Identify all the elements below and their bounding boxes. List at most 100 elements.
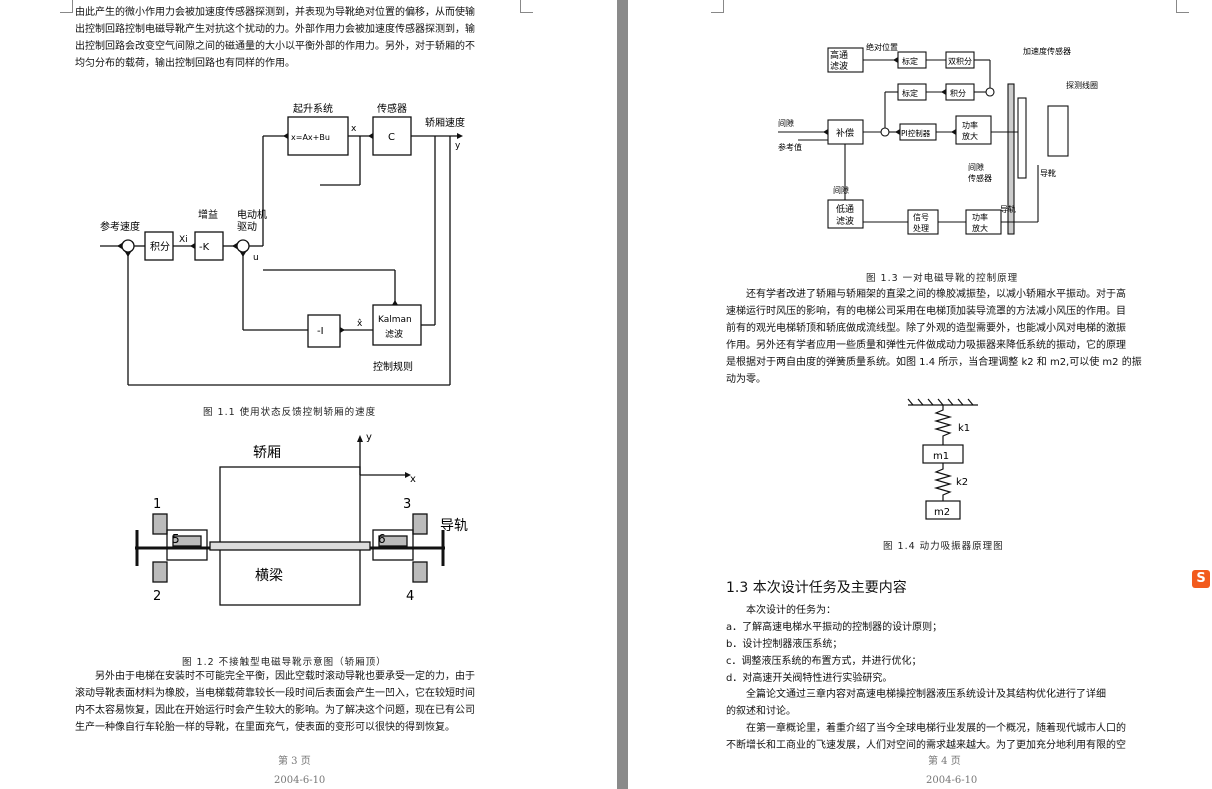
lp2-label: 滤波 (836, 215, 854, 227)
text-line: 均匀分布的载荷，输出控制回路也有同样的作用。 (75, 58, 295, 69)
figure-1-1-caption: 图 1.1 使用状态反馈控制轿厢的速度 (203, 407, 377, 418)
footer-date: 2004-6-10 (274, 775, 326, 786)
list-item: b．设计控制器液压系统； (726, 639, 843, 650)
gain-label: 增益 (198, 208, 218, 221)
car-label: 轿厢 (253, 445, 281, 461)
gap-sensor-label: 间隙 (968, 162, 984, 172)
text-line: 速梯运行时风压的影响，有的电梯公司采用在电梯顶加装导流罩的方法减小风压的作用。目 (726, 306, 1126, 317)
text-line: 动为零。 (726, 374, 766, 385)
axis-y-label: y (366, 432, 372, 443)
part-6-label: 6 (378, 532, 386, 546)
summary-paragraph: 全篇论文通过三章内容对高速电梯操控制器液压系统设计及其结构优化进行了详细 的叙述… (726, 686, 1176, 754)
double-int-label: 双积分 (948, 56, 972, 66)
section-heading: 1.3 本次设计任务及主要内容 (726, 580, 907, 596)
ref-speed-label: 参考速度 (100, 220, 140, 233)
part-1-label: 1 (153, 497, 161, 512)
plant-tf-label: x=Ax+Bu (291, 133, 330, 142)
text-line: 另外由于电梯在安装时不可能完全平衡，因此空载时滚动导靴也要承受一定的力，由于 (95, 671, 475, 682)
amp2b-label: 放大 (972, 223, 988, 233)
amp2-label: 功率 (972, 212, 988, 222)
bottom-paragraph: 另外由于电梯在安装时不可能完全平衡，因此空载时滚动导靴也要承受一定的力，由于 滚… (75, 668, 525, 736)
rail-label: 导轨 (1000, 204, 1016, 214)
sig2-label: 处理 (913, 223, 929, 233)
middle-paragraph: 还有学者改进了轿厢与轿厢架的直梁之间的橡胶减振垫，以减小轿厢水平振动。对于高 速… (726, 286, 1171, 388)
beam-label: 横梁 (255, 568, 283, 584)
filter-label: 滤波 (385, 328, 403, 340)
page-gutter (617, 0, 628, 789)
footer-date: 2004-6-10 (926, 775, 978, 786)
figure-state-feedback-diagram: 参考速度 积分 增益 -K 电动机 驱动 起升系统 x=Ax+Bu 传感器 C … (100, 102, 465, 386)
task-intro: 本次设计的任务为： (746, 605, 836, 616)
part-3-label: 3 (403, 497, 411, 512)
kalman-label: Kalman (378, 315, 412, 325)
text-line: 的叙述和讨论。 (726, 706, 796, 717)
page-number: 第 4 页 (928, 756, 961, 767)
left-page: 由此产生的微小作用力会被加速度传感器探测到，并表现为导靴绝对位置的偏移，从而使输… (60, 0, 533, 786)
abs-pos-label: 绝对位置 (866, 42, 898, 52)
k2-label: k2 (956, 477, 968, 488)
figure-vibration-absorber-diagram: k1 m1 k2 m2 (907, 398, 978, 520)
task-list: a．了解高速电梯水平振动的控制器的设计原则； b．设计控制器液压系统； c．调整… (726, 619, 1166, 687)
rail-label: 导轨 (440, 518, 468, 534)
amp1-label: 功率 (962, 120, 978, 130)
text-line: 全篇论文通过三章内容对高速电梯操控制器液压系统设计及其结构优化进行了详细 (746, 689, 1106, 700)
lp-label: 低通 (836, 203, 854, 215)
u-signal-label: u (253, 253, 259, 263)
part-5-label: 5 (172, 532, 180, 546)
list-item: c．调整液压系统的布置方式，并进行优化； (726, 656, 922, 667)
gap-sensor2-label: 传感器 (968, 173, 992, 183)
axis-x-label: x (410, 474, 416, 485)
guide-label: 导靴 (1040, 168, 1056, 178)
prox-coil-label: 探测线圈 (1066, 80, 1098, 90)
right-page: 高通 滤波 绝对位置 标定 双积分 加速度传感器 标定 积分 探测线圈 参考值 … (628, 0, 1212, 789)
text-line: 前有的观光电梯轿顶和轿底做成流线型。除了外观的造型需要外，也能减小风对电梯的激振 (726, 323, 1126, 334)
hp-filter-label-2: 滤波 (830, 60, 848, 72)
text-line: 在第一章概论里，着重介绍了当今全球电梯行业发展的一个概况，随着现代城市人口的 (746, 723, 1126, 734)
part-4-label: 4 (406, 589, 414, 604)
plant-label: 起升系统 (293, 102, 333, 115)
page-number: 第 3 页 (278, 756, 311, 767)
y-signal-label: y (455, 141, 461, 151)
xhat-signal-label: x̂ (357, 318, 363, 329)
x-signal-label: x (351, 124, 357, 134)
xi-signal-label: Xi (179, 235, 188, 245)
text-line: 由此产生的微小作用力会被加速度传感器探测到，并表现为导靴绝对位置的偏移，从而使输 (75, 7, 475, 18)
text-line: 内不太容易恢复，因此在开始运行时会产生较大的影响。为了解决这个问题，现在已有公司 (75, 705, 475, 716)
sensor-label: 传感器 (377, 102, 407, 115)
gain-block-label: -K (199, 242, 210, 253)
calib2-label: 标定 (902, 88, 918, 98)
text-line: 滚动导靴表面材料为橡胶，当电梯载荷靠较长一段时间后表面会产生一凹入，它在较短时间 (75, 688, 475, 699)
ref-label: 参考值 (778, 142, 802, 152)
text-line: 生产一种像自行车轮胎一样的导靴，在里面充气，使表面的变形可以很快的得到恢复。 (75, 722, 455, 733)
figure-guide-shoe-diagram: 轿厢 横梁 导轨 x y 1 2 3 4 5 6 (135, 432, 468, 606)
pi-label: PI控制器 (901, 128, 931, 138)
page-corner-mark (1176, 0, 1189, 13)
accel-sensor-label: 加速度传感器 (1023, 46, 1071, 56)
calib1-label: 标定 (902, 56, 918, 66)
k1-label: k1 (958, 423, 970, 434)
part-2-label: 2 (153, 589, 161, 604)
text-line: 不断增长和工商业的飞速发展，人们对空间的需求越来越大。为了更加充分地利用有限的空 (726, 740, 1126, 751)
text-line: 出控制回路会改变空气间隙之间的磁通量的大小以平衡外部的作用力。另外，对于轿厢的不 (75, 41, 475, 52)
page-corner-mark (60, 0, 73, 13)
m1-label: m1 (933, 451, 949, 462)
sogou-ime-icon[interactable]: S (1192, 570, 1210, 588)
text-line: 还有学者改进了轿厢与轿厢架的直梁之间的橡胶减振垫，以减小轿厢水平振动。对于高 (746, 289, 1126, 300)
figure-1-3-caption: 图 1.3 一对电磁导靴的控制原理 (866, 273, 1019, 284)
list-item: d．对高速开关阀特性进行实验研究。 (726, 673, 893, 684)
text-line: 作用。另外还有学者应用一些质量和弹性元件做成动力吸振器来降低系统的振动，它的原理 (726, 340, 1126, 351)
intro-paragraph: 由此产生的微小作用力会被加速度传感器探测到，并表现为导靴绝对位置的偏移，从而使输… (75, 4, 525, 72)
page-corner-mark (520, 0, 533, 13)
integral-block-label: 积分 (150, 241, 170, 253)
sig-label: 信号 (913, 212, 929, 222)
comp-label: 补偿 (836, 127, 854, 139)
figure-1-2-caption: 图 1.2 不接触型电磁导靴示意图（轿厢顶） (182, 657, 387, 668)
figure-guide-control-diagram: 高通 滤波 绝对位置 标定 双积分 加速度传感器 标定 积分 探测线圈 参考值 … (778, 42, 1098, 235)
text-line: 是根据对于两自由度的弹簧质量系统。如图 1.4 所示，当合理调整 k2 和 m2… (726, 357, 1142, 368)
hp-filter-label: 高通 (830, 49, 848, 61)
car-speed-label: 轿厢速度 (425, 116, 465, 129)
drive-label: 驱动 (237, 221, 257, 233)
neg-i-label: -I (317, 326, 324, 337)
text-line: 出控制回路控制电磁导靴产生对抗这个扰动的力。外部作用力会被加速度传感器探测到，输 (75, 24, 475, 35)
integral-label: 积分 (950, 88, 966, 98)
